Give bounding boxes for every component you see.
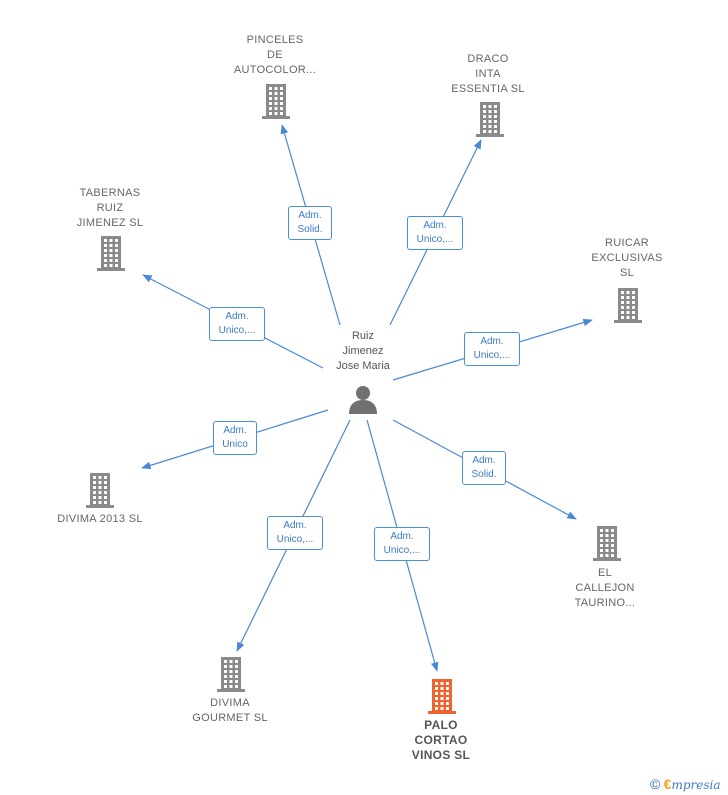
relation-label[interactable]: Adm. Unico,... [464, 332, 520, 366]
relation-label[interactable]: Adm. Solid. [462, 451, 506, 485]
building-icon[interactable] [613, 288, 643, 328]
brand-name: mpresia [671, 778, 721, 792]
building-icon[interactable] [475, 102, 505, 142]
company-node-tabernas[interactable]: TABERNAS RUIZ JIMENEZ SL [53, 186, 167, 231]
company-label: PINCELES DE AUTOCOLOR... [233, 34, 317, 76]
brand-initial: € [663, 776, 672, 792]
company-label: TABERNAS RUIZ JIMENEZ SL [76, 187, 144, 229]
relation-label[interactable]: Adm. Unico,... [267, 516, 323, 550]
company-node-pinceles[interactable]: PINCELES DE AUTOCOLOR... [218, 33, 332, 78]
company-node-draco[interactable]: DRACO INTA ESSENTIA SL [431, 52, 545, 97]
person-icon[interactable] [347, 384, 379, 419]
relation-label[interactable]: Adm. Unico,... [209, 307, 265, 341]
building-icon[interactable] [96, 236, 126, 276]
relation-label[interactable]: Adm. Unico [213, 421, 257, 455]
company-label: DRACO INTA ESSENTIA SL [451, 53, 525, 95]
company-label: DIVIMA 2013 SL [57, 513, 143, 525]
building-icon[interactable] [261, 84, 291, 124]
company-label: PALO CORTAO VINOS SL [411, 718, 471, 762]
relation-label[interactable]: Adm. Solid. [288, 206, 332, 240]
company-label: DIVIMA GOURMET SL [192, 697, 268, 724]
company-node-palo[interactable]: PALO CORTAO VINOS SL [384, 718, 498, 763]
center-person-label[interactable]: Ruiz Jimenez Jose Maria [336, 330, 390, 372]
building-icon[interactable] [85, 473, 115, 513]
company-node-callejon[interactable]: EL CALLEJON TAURINO... [548, 566, 662, 611]
relation-label[interactable]: Adm. Unico,... [407, 216, 463, 250]
footer-brand[interactable]: © €mpresia [650, 776, 721, 792]
company-node-ruicar[interactable]: RUICAR EXCLUSIVAS SL [570, 236, 684, 281]
building-icon[interactable] [592, 526, 622, 566]
company-node-divima2013[interactable]: DIVIMA 2013 SL [40, 512, 160, 527]
building-icon[interactable] [427, 679, 457, 719]
company-node-gourmet[interactable]: DIVIMA GOURMET SL [173, 696, 287, 726]
relation-label[interactable]: Adm. Unico,... [374, 527, 430, 561]
company-label: EL CALLEJON TAURINO... [574, 567, 636, 609]
company-label: RUICAR EXCLUSIVAS SL [591, 237, 663, 279]
building-icon[interactable] [216, 657, 246, 697]
copyright-symbol: © [650, 776, 661, 792]
